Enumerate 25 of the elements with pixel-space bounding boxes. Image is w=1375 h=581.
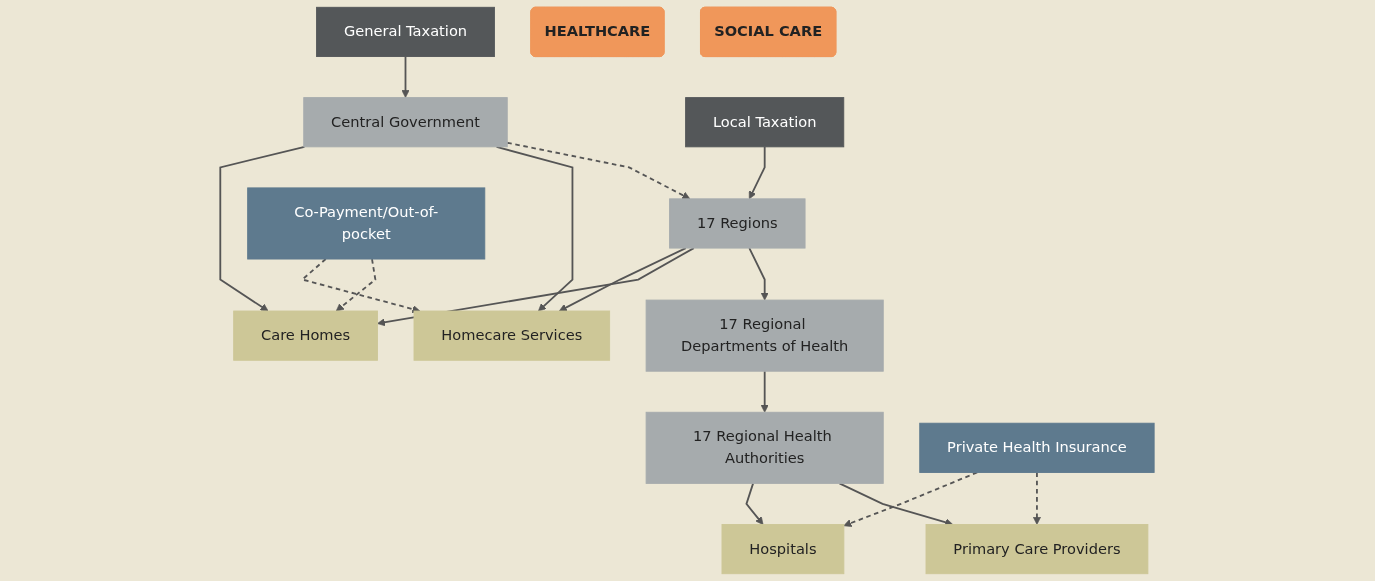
node-box: Private Health Insurance [919,422,1155,473]
arrow [506,141,691,200]
node-box: 17 Regional Departments of Health [645,299,884,372]
node-box: General Taxation [316,6,496,57]
node-box: Central Government [303,97,508,148]
node-box: Care Homes [233,310,379,361]
arrow [843,471,979,527]
arrow [745,482,764,525]
arrow [1033,471,1042,525]
arrow [748,247,769,301]
arrow [760,370,769,413]
arrow [495,145,574,312]
node-box: Co-Payment/Out-of-pocket [247,187,486,260]
arrow [300,258,421,313]
node-box: Primary Care Providers [925,524,1149,575]
arrow [749,145,766,200]
arrow [336,258,377,312]
node-box: 17 Regional Health Authorities [645,411,884,484]
node-box: Hospitals [721,524,845,575]
arrow [559,247,687,312]
node-box: Homecare Services [413,310,611,361]
arrow [219,145,306,312]
arrow [401,55,410,98]
node-box: 17 Regions [669,198,806,249]
node-box: Local Taxation [685,97,845,148]
